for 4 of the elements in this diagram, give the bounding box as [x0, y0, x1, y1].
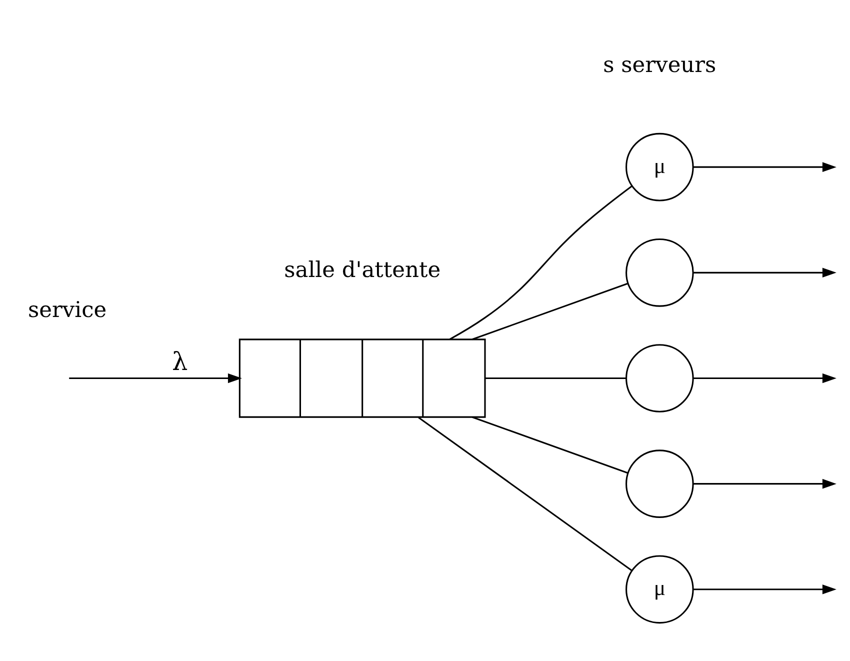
label: salle d'attente: [284, 258, 441, 283]
edge-label: λ: [172, 347, 188, 376]
label: s serveurs: [603, 52, 716, 78]
label: service: [28, 298, 107, 324]
